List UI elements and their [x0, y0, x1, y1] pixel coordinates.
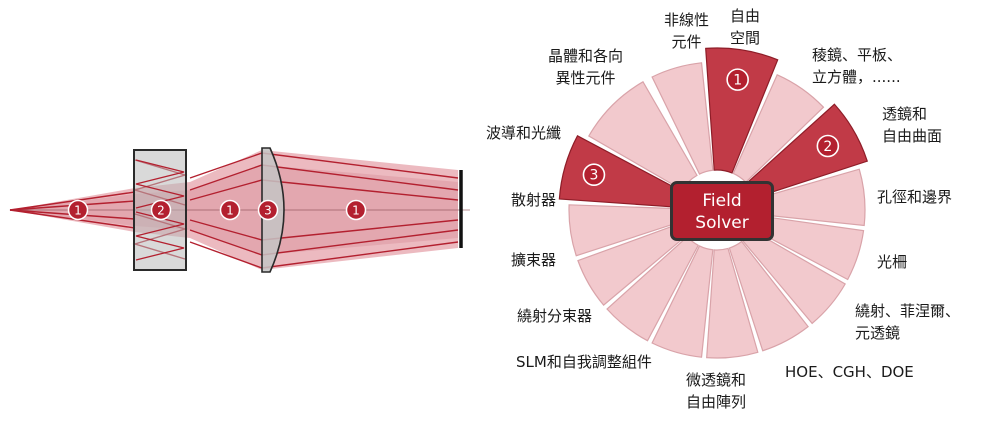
field-solver-line2: Solver: [695, 213, 749, 233]
label-lens-surface: 透鏡和自由曲面: [882, 105, 943, 145]
label-crystal: 晶體和各向異性元件: [548, 47, 624, 87]
optics-badge: 1: [219, 199, 241, 221]
label-microlens: 微透鏡和自由陣列: [686, 371, 747, 411]
label-scatterer: 散射器: [511, 191, 557, 209]
label-aperture: 孔徑和邊界: [877, 188, 953, 206]
svg-text:3: 3: [264, 204, 272, 218]
svg-text:2: 2: [157, 204, 165, 218]
sector-diffractive-splitter: [606, 235, 700, 342]
sector-microlens: [706, 247, 759, 359]
label-grating: 光柵: [877, 253, 908, 271]
label-hoe: HOE、CGH、DOE: [785, 363, 914, 381]
slab-zigzag-top: [135, 159, 185, 209]
optics-badges: 1 2 1 3 1: [67, 199, 367, 221]
slab-zigzag-bottom: [135, 211, 185, 261]
label-diffractive: 繞射、菲涅爾、元透鏡: [855, 302, 961, 342]
optics-badge: 3: [257, 199, 279, 221]
wheel-badge-number: 1: [733, 73, 742, 89]
sector-hoe: [728, 240, 809, 352]
label-diffractive-splitter: 繞射分束器: [517, 307, 593, 325]
wheel-badge: 1: [726, 68, 749, 91]
optical-system: 1 2 1 3 1: [9, 147, 470, 273]
svg-text:1: 1: [74, 204, 82, 218]
field-solver-box: Field Solver: [670, 181, 774, 241]
sector-slm: [651, 245, 714, 358]
wheel-badge: 3: [582, 163, 606, 187]
label-beam-expander: 擴束器: [511, 251, 557, 269]
svg-text:1: 1: [226, 204, 234, 218]
sector-nonlinear: [651, 62, 714, 175]
sector-prism: [732, 74, 825, 184]
label-free-space: 自由空間: [730, 7, 761, 47]
optics-badge: 2: [150, 199, 172, 221]
label-nonlinear: 非線性元件: [664, 11, 710, 51]
label-prism: 稜鏡、平板、立方體，......: [812, 46, 903, 86]
optics-badge: 1: [345, 199, 367, 221]
svg-text:1: 1: [352, 204, 360, 218]
wheel-badge-number: 3: [589, 168, 598, 184]
label-slm: SLM和自我調整組件: [516, 353, 652, 371]
field-solver-line1: Field: [702, 191, 742, 211]
solver-wheel: 1 2 3: [558, 47, 869, 359]
sector-free-space: [705, 47, 779, 174]
wheel-badge-number: 2: [823, 139, 832, 155]
optics-badge: 1: [67, 199, 89, 221]
wheel-badge: 2: [816, 134, 840, 158]
label-waveguide: 波導和光纖: [486, 124, 562, 142]
